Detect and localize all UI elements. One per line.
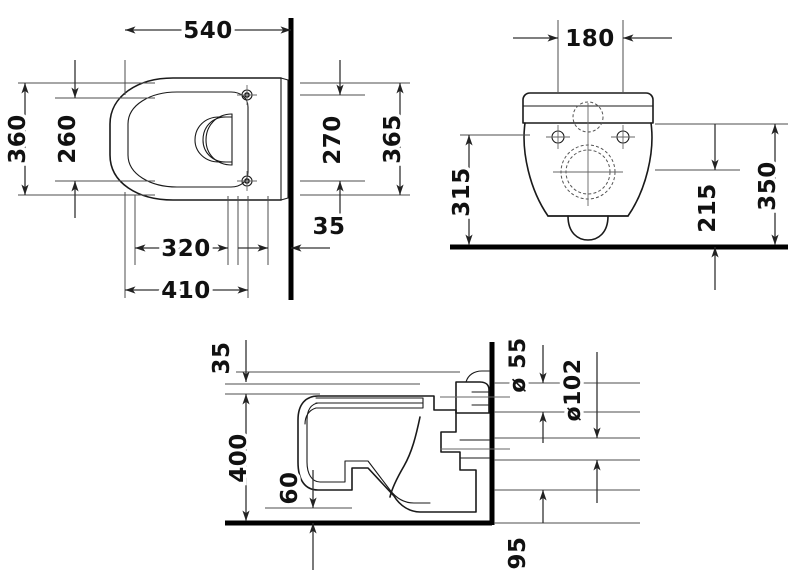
plan-bolt-hole-top: [237, 85, 257, 105]
dim-55-label: ø 55: [506, 337, 531, 392]
dim-180: 180: [513, 23, 672, 56]
dim-35-section-label: 35: [209, 341, 235, 374]
section-lower-block: [459, 439, 490, 459]
rear-bolt-right: [611, 125, 635, 149]
section-bowl-outline: [297, 395, 477, 513]
dim-35-plan: 35: [291, 211, 349, 252]
dim-410-label: 410: [161, 278, 211, 304]
dim-320-label: 320: [161, 236, 211, 262]
dim-180-label: 180: [565, 26, 615, 52]
rear-seat-band: [522, 92, 654, 124]
plan-view: 540 360 260 270 365: [2, 15, 410, 308]
dim-400-label: 400: [226, 433, 252, 483]
dim-350-label: 350: [755, 161, 781, 211]
dim-260-label: 260: [55, 114, 81, 164]
dim-350: 350: [752, 124, 785, 245]
section-front-lip: [304, 407, 317, 425]
rear-bottom-bulge: [567, 215, 609, 241]
dim-410: 410: [125, 275, 248, 308]
dim-215-label: 215: [695, 183, 721, 233]
dim-260: 260: [52, 60, 85, 218]
dim-320: 320: [135, 233, 268, 266]
dim-270: 270: [317, 60, 350, 218]
dim-365-label: 365: [380, 114, 406, 164]
section-bowl-inner: [306, 402, 431, 504]
dim-35-section: 35: [206, 338, 250, 382]
section-view: 35 400 60 ø 55 ø1: [206, 334, 640, 573]
dim-102: ø102: [558, 352, 601, 503]
dim-360: 360: [2, 83, 35, 195]
dim-215: 215: [692, 124, 725, 290]
plan-bowl-outline: [109, 77, 282, 201]
dim-60: 60: [274, 468, 317, 570]
section-outlet-spigot: [455, 381, 490, 414]
dim-315-label: 315: [449, 167, 475, 217]
dim-365: 365: [377, 83, 410, 195]
dim-102-label: ø102: [561, 358, 586, 421]
dim-60-label: 60: [277, 471, 303, 504]
dim-95: 95: [502, 490, 547, 573]
rear-bolt-left: [546, 125, 570, 149]
dim-400: 400: [223, 394, 256, 521]
plan-flange-top-join: [280, 77, 289, 81]
rear-view: 180 315 215 350: [446, 20, 788, 290]
dim-540-label: 540: [183, 18, 233, 44]
dim-270-label: 270: [320, 115, 346, 165]
plan-bowl-inner-contour: [127, 91, 249, 188]
plan-rinse-arc-inner: [205, 113, 233, 166]
plan-bolt-hole-bottom: [237, 171, 257, 191]
plan-flange-bottom-join: [280, 197, 289, 201]
plan-rinse-arc-outer: [194, 116, 220, 163]
dim-360-label: 360: [5, 114, 31, 164]
section-outlet-lip: [465, 370, 490, 383]
dim-315: 315: [446, 135, 479, 245]
dim-540: 540: [125, 15, 291, 48]
dim-35-plan-label: 35: [312, 214, 345, 240]
section-siphon-curve: [389, 416, 421, 498]
dim-55: ø 55: [503, 334, 547, 443]
dim-95-label: 95: [505, 536, 531, 569]
